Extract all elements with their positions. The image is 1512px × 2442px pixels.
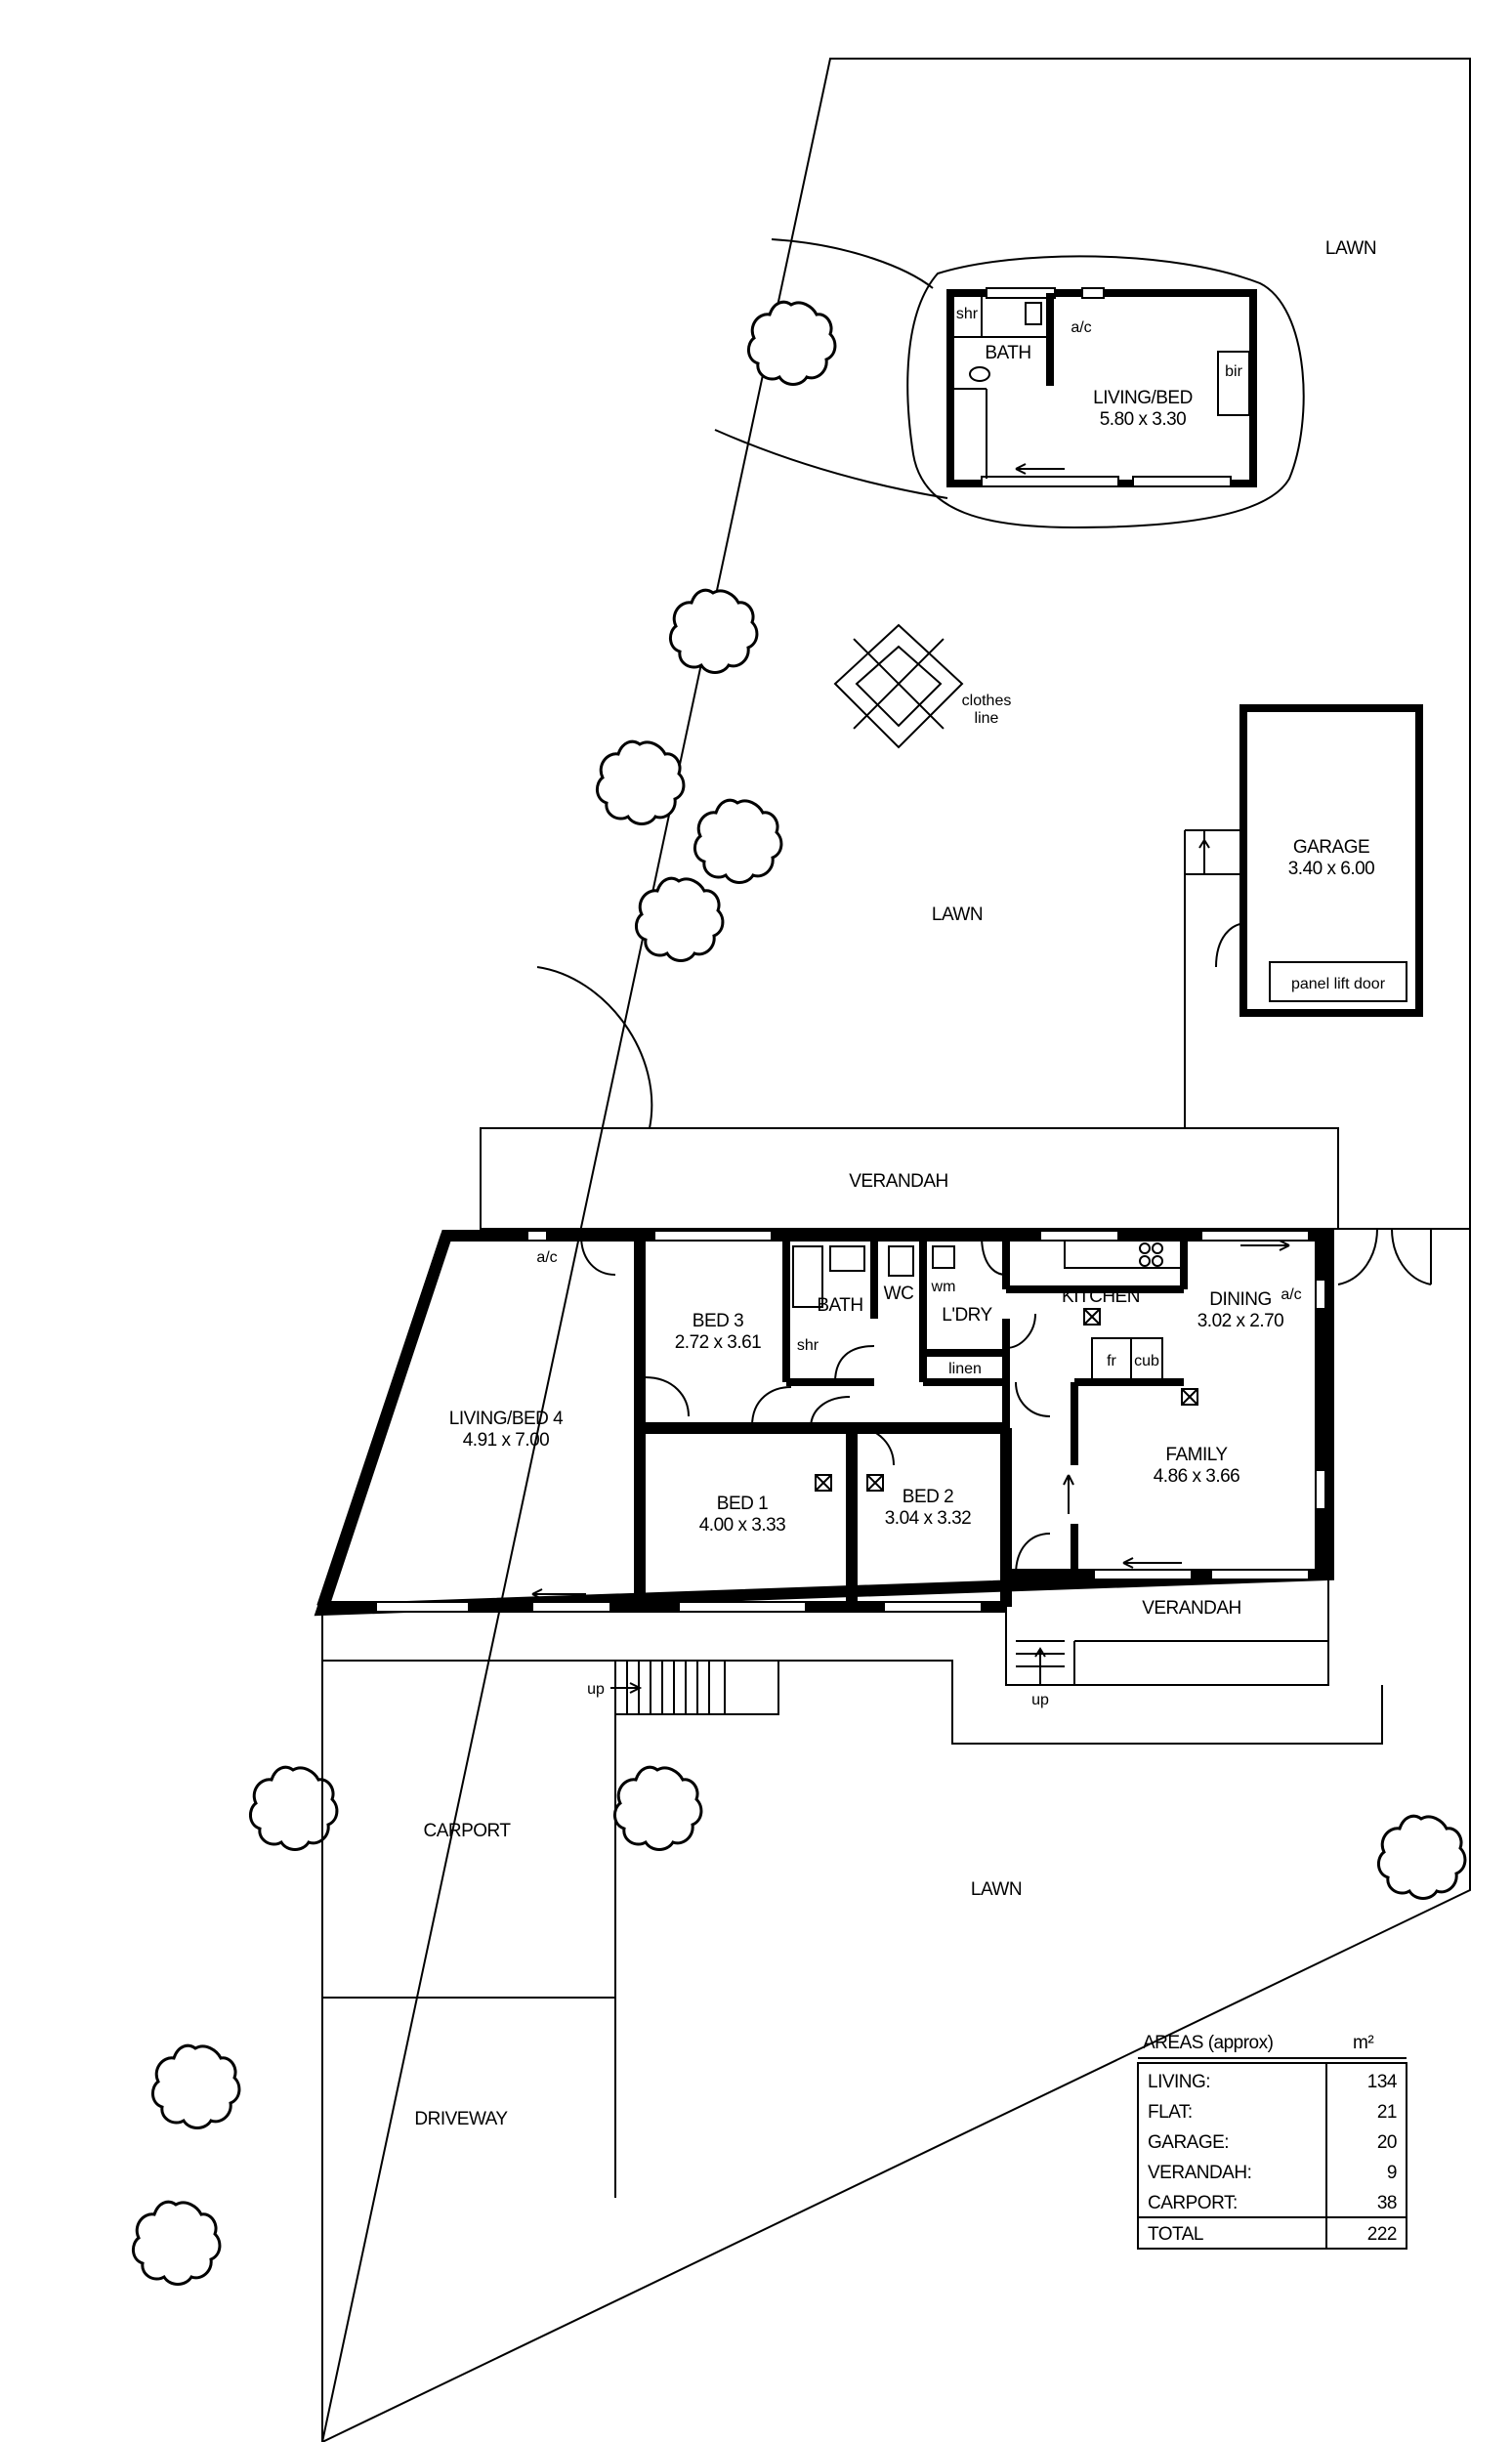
- family-name: FAMILY: [1165, 1445, 1228, 1465]
- tree-icon: [595, 739, 686, 825]
- ceiling-vent-icon: [1181, 1388, 1198, 1406]
- linen-label: linen: [948, 1361, 982, 1377]
- garden-bed-curve: [536, 966, 653, 1129]
- tree-icon: [248, 1765, 339, 1851]
- granny-flat: shr BATH a/c bir LIVING/BED 5.80 x 3.30: [946, 287, 1257, 487]
- verandah-top: [480, 1127, 1339, 1230]
- lawn-label-bottom: LAWN: [971, 1879, 1022, 1900]
- lawn-label-middle: LAWN: [932, 905, 983, 925]
- clothes-line: clothes line: [833, 623, 1012, 749]
- lawn-label-top: LAWN: [1325, 238, 1376, 259]
- garage-door-label: panel lift door: [1291, 976, 1386, 992]
- kitchen-label: KITCHEN: [1062, 1286, 1140, 1307]
- areas-row-value: 9: [1387, 2163, 1397, 2183]
- verandah-top-label: VERANDAH: [849, 1171, 948, 1192]
- ceiling-vent-icon: [1083, 1308, 1101, 1326]
- tree-icon: [131, 2200, 222, 2286]
- garden-path-lower: [714, 429, 948, 499]
- verandah-bottom-label: VERANDAH: [1142, 1598, 1241, 1619]
- flat-shower-label: shr: [956, 306, 979, 322]
- flat-window-bottom: [981, 476, 1119, 487]
- flat-enclosure: [906, 255, 1305, 529]
- flat-bath-label: BATH: [985, 343, 1030, 363]
- carport-label: CARPORT: [423, 1821, 511, 1841]
- wm-label: wm: [931, 1279, 956, 1295]
- garage-name: GARAGE: [1293, 837, 1369, 858]
- areas-row-label: CARPORT:: [1148, 2193, 1238, 2213]
- dining-name: DINING: [1209, 1289, 1272, 1310]
- ceiling-vent-icon: [815, 1474, 832, 1492]
- flat-window-bottom-2: [1132, 476, 1232, 487]
- flat-living-name: LIVING/BED: [1093, 388, 1193, 408]
- bed3-name: BED 3: [693, 1311, 743, 1331]
- driveway-label: DRIVEWAY: [414, 2109, 508, 2129]
- flat-ac-label: a/c: [1071, 319, 1091, 336]
- cupboard-label: cub: [1134, 1353, 1159, 1369]
- steps-carport: up: [587, 1660, 779, 1715]
- areas-total-label: TOTAL: [1148, 2224, 1203, 2245]
- flat-ac-unit: [1081, 287, 1105, 299]
- panel-lift-door: [1269, 961, 1407, 1002]
- garage-size: 3.40 x 6.00: [1288, 859, 1375, 879]
- bed3-size: 2.72 x 3.61: [675, 1332, 762, 1353]
- garden-path: [771, 238, 934, 289]
- areas-total-value: 222: [1367, 2224, 1397, 2245]
- bath-label: BATH: [817, 1295, 862, 1316]
- ceiling-vent-icon: [866, 1474, 884, 1492]
- areas-row-label: VERANDAH:: [1148, 2163, 1251, 2183]
- areas-title: AREAS (approx): [1143, 2033, 1274, 2053]
- areas-table: AREAS (approx) m² LIVING: 134 FLAT: 21 G…: [1137, 2033, 1407, 2250]
- bed1-name: BED 1: [717, 1494, 768, 1514]
- bed1-size: 4.00 x 3.33: [699, 1515, 786, 1536]
- living-bed4-name: LIVING/BED 4: [449, 1409, 564, 1429]
- tree-icon: [612, 1765, 703, 1851]
- areas-row-value: 38: [1377, 2193, 1397, 2213]
- areas-row-label: LIVING:: [1148, 2072, 1210, 2092]
- flat-robe-label: bir: [1225, 363, 1242, 380]
- wc-label: WC: [884, 1284, 914, 1304]
- tree-icon: [668, 588, 759, 674]
- living-bed4-size: 4.91 x 7.00: [463, 1430, 550, 1451]
- up-label-verandah: up: [1031, 1692, 1049, 1708]
- laundry-label: L'DRY: [942, 1305, 992, 1326]
- tree-icon: [746, 300, 837, 386]
- up-label-carport: up: [587, 1681, 605, 1698]
- house: a/c a/c LIVING/BED 4 4.91 x 7.00 BED 3 2…: [314, 1230, 1334, 1617]
- tree-icon: [634, 876, 725, 962]
- clothes-line-label-1: clothes: [962, 693, 1012, 709]
- tree-icon: [1376, 1814, 1467, 1900]
- verandah-bottom: VERANDAH up: [1005, 1575, 1329, 1708]
- site-boundary: [320, 58, 1471, 2442]
- fridge-label: fr: [1107, 1353, 1116, 1369]
- tree-icon: [150, 2043, 241, 2129]
- bed2-size: 3.04 x 3.32: [885, 1508, 972, 1529]
- tree-icon: [693, 798, 783, 884]
- clothes-line-label-2: line: [975, 710, 999, 727]
- ac-label-dining: a/c: [1281, 1286, 1301, 1303]
- areas-row-label: FLAT:: [1148, 2102, 1193, 2123]
- flat-window-top: [986, 287, 1056, 299]
- shower-label: shr: [797, 1337, 819, 1354]
- areas-row-value: 20: [1377, 2132, 1397, 2153]
- areas-row-value: 21: [1377, 2102, 1397, 2123]
- bed2-name: BED 2: [903, 1487, 953, 1507]
- ac-label-living: a/c: [536, 1249, 557, 1266]
- areas-row-value: 134: [1367, 2072, 1398, 2092]
- areas-unit: m²: [1353, 2033, 1373, 2053]
- areas-row-label: GARAGE:: [1148, 2132, 1229, 2153]
- family-size: 4.86 x 3.66: [1154, 1466, 1240, 1487]
- flat-living-size: 5.80 x 3.30: [1100, 409, 1187, 430]
- garage: GARAGE 3.40 x 6.00 panel lift door: [1184, 704, 1423, 1017]
- dining-size: 3.02 x 2.70: [1197, 1311, 1284, 1331]
